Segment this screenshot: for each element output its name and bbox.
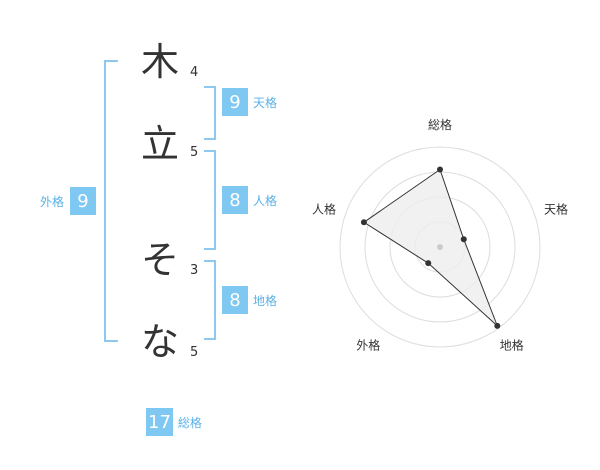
stroke-count-4: 5 — [190, 345, 199, 360]
jinkaku-value: 8 — [222, 186, 248, 214]
gaikaku-bracket — [104, 60, 118, 342]
gaikaku-value: 9 — [70, 187, 97, 215]
radar-center-point — [437, 244, 443, 250]
radar-ring-4 — [339, 146, 541, 348]
stroke-count-3: 3 — [190, 263, 199, 278]
radar-axis-label-1: 天格 — [544, 201, 568, 216]
tenkaku-bracket — [204, 86, 216, 140]
radar-point-0 — [437, 166, 443, 173]
radar-axis-label-4: 人格 — [312, 201, 336, 216]
radar-axis-label-2: 地格 — [500, 338, 524, 353]
tenkaku-label: 天格 — [253, 95, 278, 110]
gaikaku-label: 外格 — [40, 194, 65, 209]
soukaku-badge: 17 総格 — [146, 408, 202, 436]
radar-axis-label-3: 外格 — [356, 338, 380, 353]
fortune-radar-chart: 総格天格地格 外格 人格 — [290, 105, 590, 385]
jinkaku-bracket — [204, 150, 216, 250]
name-char-2: 立 — [140, 122, 179, 166]
radar-value-polygon — [363, 168, 498, 327]
soukaku-label: 総格 — [177, 415, 202, 430]
name-char-1: 木 — [140, 40, 179, 84]
chikaku-label: 地格 — [253, 293, 278, 308]
gaikaku-badge: 外格 9 — [40, 187, 97, 215]
name-char-3: そ — [140, 238, 179, 282]
stroke-count-1: 4 — [190, 65, 199, 80]
tenkaku-badge: 9 天格 — [222, 88, 277, 116]
radar-point-2 — [494, 322, 501, 329]
chikaku-bracket — [204, 260, 216, 340]
jinkaku-badge: 8 人格 — [222, 186, 277, 214]
soukaku-value: 17 — [146, 408, 173, 436]
stroke-count-2: 5 — [190, 145, 199, 160]
radar-point-1 — [460, 236, 467, 243]
radar-axis-label-0: 総格 — [428, 117, 452, 132]
jinkaku-label: 人格 — [253, 193, 278, 208]
chikaku-value: 8 — [222, 286, 248, 314]
radar-point-3 — [425, 260, 432, 267]
tenkaku-value: 9 — [222, 88, 248, 116]
name-char-4: な — [140, 320, 179, 364]
chikaku-badge: 8 地格 — [222, 286, 277, 314]
radar-point-4 — [360, 219, 367, 226]
